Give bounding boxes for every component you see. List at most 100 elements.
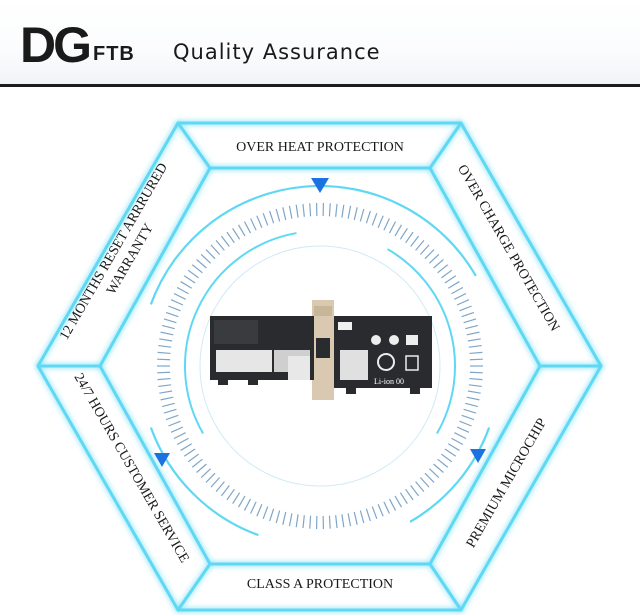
ring-tick [159, 338, 173, 342]
ring-arc [184, 232, 297, 434]
arrow-right-icon [470, 449, 486, 463]
ring-tick [157, 358, 171, 361]
ring-tick [365, 210, 371, 224]
ring-tick [160, 396, 174, 401]
ring-tick [200, 468, 212, 479]
ring-tick [394, 495, 403, 508]
ring-tick [256, 504, 263, 517]
ring-tick [243, 221, 252, 234]
ring-tick [459, 420, 472, 427]
ring-tick [232, 492, 241, 504]
ring-tick [160, 331, 174, 336]
ring-tick [388, 498, 397, 511]
ring-arc [386, 248, 456, 434]
ring-tick [309, 515, 312, 529]
feature-bottom: CLASS A PROTECTION [247, 577, 393, 592]
ring-tick [415, 481, 425, 492]
ring-tick [371, 506, 378, 519]
ring-tick [459, 305, 472, 312]
ring-tick [433, 463, 444, 473]
ring-tick [250, 218, 257, 231]
ring-tick [451, 437, 464, 446]
ring-tick [163, 408, 177, 414]
ring-tick [424, 249, 435, 260]
ring-tick [456, 426, 470, 433]
ring-tick [353, 511, 358, 525]
ring-tick [467, 338, 481, 342]
ring-tick [410, 235, 420, 247]
ring-tick [415, 240, 425, 251]
ring-tick [302, 515, 305, 529]
ring-tick [440, 269, 453, 279]
ring-tick [243, 498, 252, 511]
ring-tick [161, 324, 175, 330]
ring-tick [468, 344, 482, 348]
ring-tick [215, 240, 225, 251]
ring-tick [232, 228, 241, 240]
ring-tick [467, 390, 481, 394]
ring-tick [347, 513, 352, 527]
ring-arc [199, 245, 441, 487]
ring-tick [158, 344, 172, 348]
ring-tick [469, 351, 483, 355]
ring-tick [220, 485, 230, 497]
ring-tick [465, 324, 479, 330]
ring-tick [440, 453, 453, 463]
ring-tick [461, 311, 475, 318]
ring-tick [419, 244, 430, 255]
hexagon-diagram: OVER HEAT PROTECTION CLASS A PROTECTION … [36, 121, 603, 612]
ring-tick [191, 458, 203, 468]
brand-logo: DG FTB [20, 17, 135, 73]
ring-tick [437, 264, 449, 274]
ring-tick [226, 488, 235, 501]
ring-tick [405, 488, 414, 501]
ring-tick [365, 508, 371, 522]
ring-arc [149, 184, 477, 305]
ring-tick [220, 235, 230, 247]
ring-tick [433, 259, 444, 269]
ring-tick [399, 228, 408, 240]
ring-tick [341, 514, 345, 528]
ring-tick [210, 477, 221, 488]
ring-tick [469, 377, 483, 381]
ring-tick [454, 292, 467, 300]
ring-tick [176, 437, 189, 446]
ring-tick [335, 515, 338, 529]
section-dividers [38, 122, 601, 611]
feature-top: OVER HEAT PROTECTION [236, 140, 404, 155]
ring-tick [463, 408, 477, 414]
ring-tick [309, 203, 312, 217]
ring-tick [196, 463, 207, 473]
ring-tick [183, 275, 196, 284]
ring-tick [205, 472, 216, 483]
ring-tick [168, 420, 181, 427]
ring-tick [341, 204, 345, 218]
ring-tick [226, 231, 235, 244]
ring-tick [205, 249, 216, 260]
ring-tick [180, 443, 193, 451]
ring-tick [210, 244, 221, 255]
ring-tick [359, 208, 365, 222]
ring-tick [282, 511, 287, 525]
ring-tick [158, 384, 172, 388]
ring-tick [428, 253, 440, 264]
ring-tick [428, 468, 440, 479]
ring-tick [262, 213, 269, 226]
ring-tick [275, 510, 281, 524]
ring-tick [377, 215, 384, 228]
ring-tick [335, 203, 338, 217]
ring-tick [282, 207, 287, 221]
ring-tick [250, 501, 257, 514]
ring-arc [409, 427, 491, 523]
ring-tick [461, 414, 475, 421]
ring-tick [383, 501, 390, 514]
ring-tick [157, 371, 171, 374]
ring-tick [191, 264, 203, 274]
page-title: Quality Assurance [173, 40, 381, 64]
arrow-down-icon [311, 178, 329, 193]
ring-tick [165, 311, 179, 318]
ring-tick [176, 286, 189, 295]
logo-mark: DG [20, 17, 92, 73]
ring-tick [262, 506, 269, 519]
ring-tick [371, 213, 378, 226]
